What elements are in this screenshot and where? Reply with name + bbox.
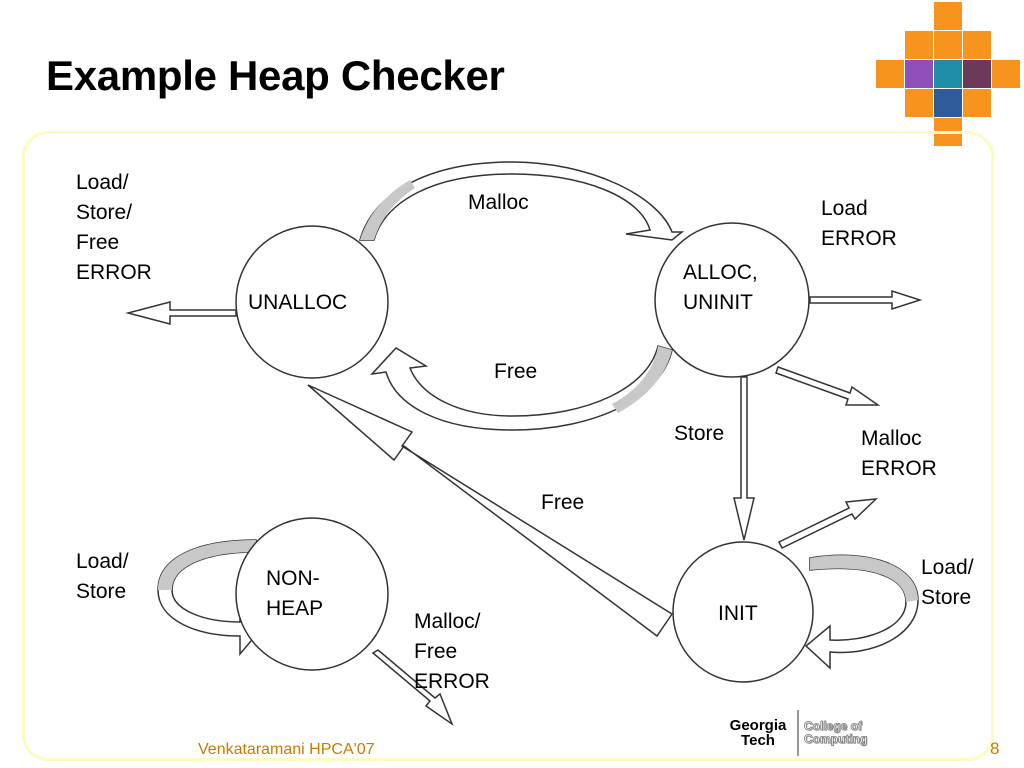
decor-tile xyxy=(992,60,1020,88)
store-label: Store xyxy=(674,422,724,445)
store-transition-arrow xyxy=(733,376,755,541)
logo-college-of-computing: College of Computing xyxy=(804,719,888,746)
nonheap-loop-label-2: Store xyxy=(76,580,126,603)
logo-right-line1: College of xyxy=(804,719,863,733)
state-non-heap xyxy=(235,517,389,671)
free-long-label: Free xyxy=(541,491,584,514)
nonheap-error-label-3: ERROR xyxy=(414,670,490,693)
state-nonheap-label-line2: HEAP xyxy=(266,597,323,620)
decor-tile xyxy=(876,60,904,88)
state-alloc-label-line1: ALLOC, xyxy=(683,261,758,284)
free-transition-arrow xyxy=(370,345,673,431)
logo-divider xyxy=(797,710,799,756)
decor-tile-image xyxy=(905,60,933,88)
page-number: 8 xyxy=(990,739,1000,758)
decor-tile-image xyxy=(963,60,991,88)
unalloc-error-label-2: Store/ xyxy=(76,201,132,224)
content-frame xyxy=(22,131,994,761)
init-loop-shadow xyxy=(810,555,918,602)
init-loop-label-2: Store xyxy=(921,586,971,609)
decor-tile xyxy=(963,31,991,59)
georgia-tech-logo: Georgia Tech College of Computing xyxy=(722,708,888,758)
state-alloc-label-line2: UNINIT xyxy=(683,291,753,314)
slide-title: Example Heap Checker xyxy=(46,52,505,99)
free-arrow-shadow xyxy=(612,346,672,413)
decor-tile xyxy=(905,89,933,117)
init-loop-label-1: Load/ xyxy=(921,556,974,579)
state-nonheap-label-line1: NON- xyxy=(266,567,320,590)
decor-tile-image xyxy=(934,60,962,88)
malloc-error-label-2: ERROR xyxy=(861,457,937,480)
nonheap-loop-label-1: Load/ xyxy=(76,550,129,573)
nonheap-error-label-2: Free xyxy=(414,640,457,663)
state-init xyxy=(672,541,814,683)
decor-tile xyxy=(934,31,962,59)
malloc-error-arrow-upper xyxy=(775,366,881,406)
nonheap-error-arrow xyxy=(371,649,454,727)
state-init-label: INIT xyxy=(718,602,758,625)
footer-author: Venkataramani HPCA'07 xyxy=(198,741,375,758)
logo-right-line2: Computing xyxy=(804,732,868,746)
load-error-label-1: Load xyxy=(821,197,868,220)
unalloc-error-label-4: ERROR xyxy=(76,261,152,284)
nonheap-loop-shadow xyxy=(158,540,256,590)
malloc-error-arrow-lower xyxy=(777,498,879,549)
logo-left-line2: Tech xyxy=(741,732,775,749)
logo-left-line1: Georgia xyxy=(729,717,787,734)
malloc-arrow-shadow xyxy=(360,180,415,240)
unalloc-error-label-1: Load/ xyxy=(76,171,129,194)
unalloc-error-label-3: Free xyxy=(76,231,119,254)
malloc-error-label-1: Malloc xyxy=(861,427,922,450)
load-error-arrow xyxy=(809,289,923,311)
unalloc-error-arrow xyxy=(125,301,237,325)
state-unalloc xyxy=(235,225,389,379)
nonheap-error-label-1: Malloc/ xyxy=(414,610,481,633)
state-unalloc-label: UNALLOC xyxy=(248,291,347,314)
decor-tile xyxy=(934,2,962,30)
decor-tile-image xyxy=(934,89,962,117)
load-error-label-2: ERROR xyxy=(821,227,897,250)
logo-georgia-tech: Georgia Tech xyxy=(722,718,794,748)
decor-tile xyxy=(963,89,991,117)
decor-tile xyxy=(905,31,933,59)
free-long-transition-arrow xyxy=(307,384,674,638)
state-alloc-uninit xyxy=(654,222,810,378)
free-top-label: Free xyxy=(494,360,537,383)
malloc-label: Malloc xyxy=(468,191,529,214)
malloc-transition-arrow xyxy=(359,161,685,241)
